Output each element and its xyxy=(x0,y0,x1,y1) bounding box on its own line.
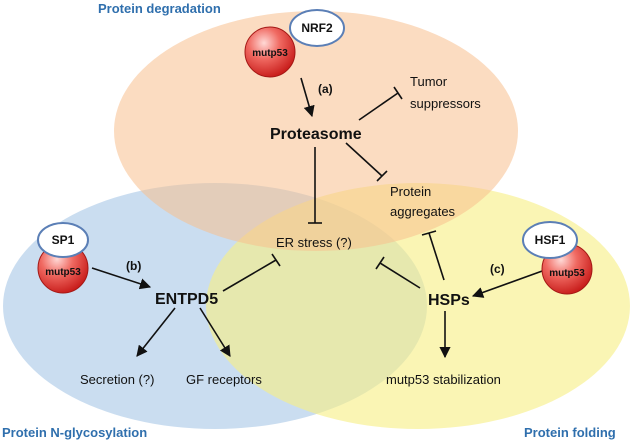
sp1-pill xyxy=(37,222,89,258)
node-hsps: HSPs xyxy=(428,292,470,309)
hsf1-pill xyxy=(522,221,578,259)
node-proteasome: Proteasome xyxy=(270,126,362,143)
mutp53-label-nrf2: mutp53 xyxy=(252,48,288,59)
node-protein-aggregates-line2: aggregates xyxy=(390,204,456,219)
hsf1-label: HSF1 xyxy=(535,233,566,247)
node-tumor-suppressors-line1: Tumor xyxy=(410,74,448,89)
label-b: (b) xyxy=(126,259,141,273)
degradation-region xyxy=(114,11,518,251)
label-a: (a) xyxy=(318,82,333,96)
sp1-label: SP1 xyxy=(52,233,75,247)
node-mutp53-stabilization: mutp53 stabilization xyxy=(386,372,501,387)
mutp53-ball-nrf2 xyxy=(244,26,296,78)
inhibit-proteasome-to-protein-aggregates xyxy=(345,142,388,182)
inhibit-entpd5-to-er-stress xyxy=(222,253,281,292)
nrf2-pill xyxy=(289,9,345,47)
nrf2-mutp53-complex: NRF2 mutp53 xyxy=(244,9,345,78)
node-tumor-suppressors-line2: suppressors xyxy=(410,96,481,111)
node-protein-aggregates-line1: Protein xyxy=(390,184,431,199)
arrow-a-nrf2-to-proteasome xyxy=(300,77,315,118)
inhibit-proteasome-to-er-stress xyxy=(308,147,322,224)
hsf1-mutp53-complex: HSF1 mutp53 xyxy=(522,221,593,295)
arrow-entpd5-to-gf-receptors xyxy=(199,307,231,357)
inhibit-proteasome-to-tumor-suppressors xyxy=(358,86,403,121)
node-secretion: Secretion (?) xyxy=(80,372,154,387)
arrow-c-hsf1-to-hsps xyxy=(471,269,546,298)
region-title-degradation: Protein degradation xyxy=(98,1,221,16)
label-c: (c) xyxy=(490,262,505,276)
region-title-folding: Protein folding xyxy=(524,425,616,440)
arrow-b-sp1-to-entpd5 xyxy=(91,267,152,290)
nrf2-label: NRF2 xyxy=(301,21,333,35)
node-entpd5: ENTPD5 xyxy=(155,291,218,308)
node-gf-receptors: GF receptors xyxy=(186,372,262,387)
region-title-glycosylation: Protein N-glycosylation xyxy=(2,425,147,440)
inhibit-hsps-to-er-stress xyxy=(375,256,421,289)
mutp53-label-hsf1: mutp53 xyxy=(549,268,585,279)
mutp53-label-sp1: mutp53 xyxy=(45,267,81,278)
arrow-entpd5-to-secretion xyxy=(136,307,176,357)
node-er-stress: ER stress (?) xyxy=(276,235,352,250)
inhibit-hsps-to-protein-aggregates xyxy=(421,230,445,281)
sp1-mutp53-complex: SP1 mutp53 xyxy=(37,222,89,294)
